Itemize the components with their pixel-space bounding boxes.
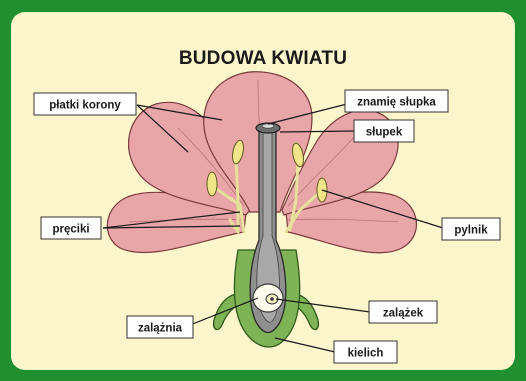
svg-text:pylnik: pylnik [454,225,488,237]
svg-text:płatki korony: płatki korony [49,100,121,112]
svg-text:pręciki: pręciki [52,224,89,236]
label-ovary: zalążnia [127,316,193,338]
svg-text:zalążek: zalążek [383,308,424,320]
svg-text:kielich: kielich [348,348,384,360]
label-petals: płatki korony [34,93,136,115]
svg-text:znamię słupka: znamię słupka [357,97,436,109]
svg-text:zalążnia: zalążnia [138,323,183,335]
label-stamens: pręciki [41,217,101,239]
label-ovule: zalążek [369,301,437,323]
label-anther: pylnik [442,218,500,240]
label-calyx: kielich [334,341,397,363]
svg-text:słupek: słupek [366,127,403,139]
label-pistil: słupek [354,120,414,142]
anther [207,172,217,196]
label-stigma: znamię słupka [345,90,448,112]
diagram-title: BUDOWA KWIATU [179,48,347,69]
